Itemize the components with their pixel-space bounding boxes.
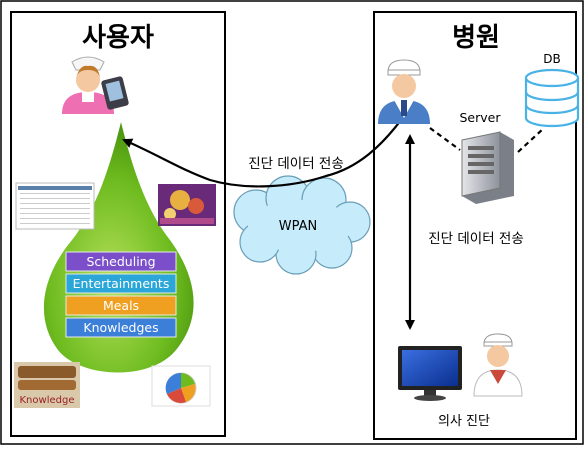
menu-item-meals xyxy=(65,295,177,316)
schedule-document-image xyxy=(15,182,95,230)
user-nurse-icon xyxy=(62,56,129,114)
monitor-icon xyxy=(398,346,462,401)
data-transfer-label-right: 진단 데이터 전송 xyxy=(428,231,524,247)
knowledge-book-image: Knowledge xyxy=(14,362,80,408)
doctor-diagnosis-label: 의사 진단 xyxy=(438,414,490,429)
menu-item-knowledges-label: Knowledges xyxy=(83,320,158,335)
menu-stack: Scheduling Entertainments Meals Knowledg… xyxy=(65,251,177,338)
menu-item-scheduling xyxy=(65,251,177,272)
hospital-panel-title: 병원 xyxy=(452,23,500,53)
knowledge-book-text: Knowledge xyxy=(20,395,75,406)
database-icon xyxy=(524,68,580,128)
server-tower-icon xyxy=(461,131,514,204)
doctor-bottom-icon xyxy=(473,333,523,397)
data-transfer-arrow-to-user xyxy=(122,115,405,188)
menu-item-entertainments-label: Entertainments xyxy=(73,276,170,291)
menu-item-meals-label: Meals xyxy=(103,298,139,313)
doctor-server-connector xyxy=(429,127,461,151)
menu-item-scheduling-label: Scheduling xyxy=(86,254,155,269)
server-label: Server xyxy=(460,110,502,125)
data-transfer-label-top: 진단 데이터 전송 xyxy=(248,156,344,172)
meal-plate-image xyxy=(151,365,211,407)
menu-item-knowledges xyxy=(65,317,177,338)
wpan-label: WPAN xyxy=(279,219,317,234)
wpan-cloud xyxy=(233,175,371,275)
doctor-icon xyxy=(378,59,430,124)
menu-item-entertainments xyxy=(65,273,177,294)
entertainment-image xyxy=(158,184,216,226)
server-db-connector xyxy=(517,127,545,153)
user-panel-title: 사용자 xyxy=(82,23,154,53)
db-label: DB xyxy=(543,52,560,66)
